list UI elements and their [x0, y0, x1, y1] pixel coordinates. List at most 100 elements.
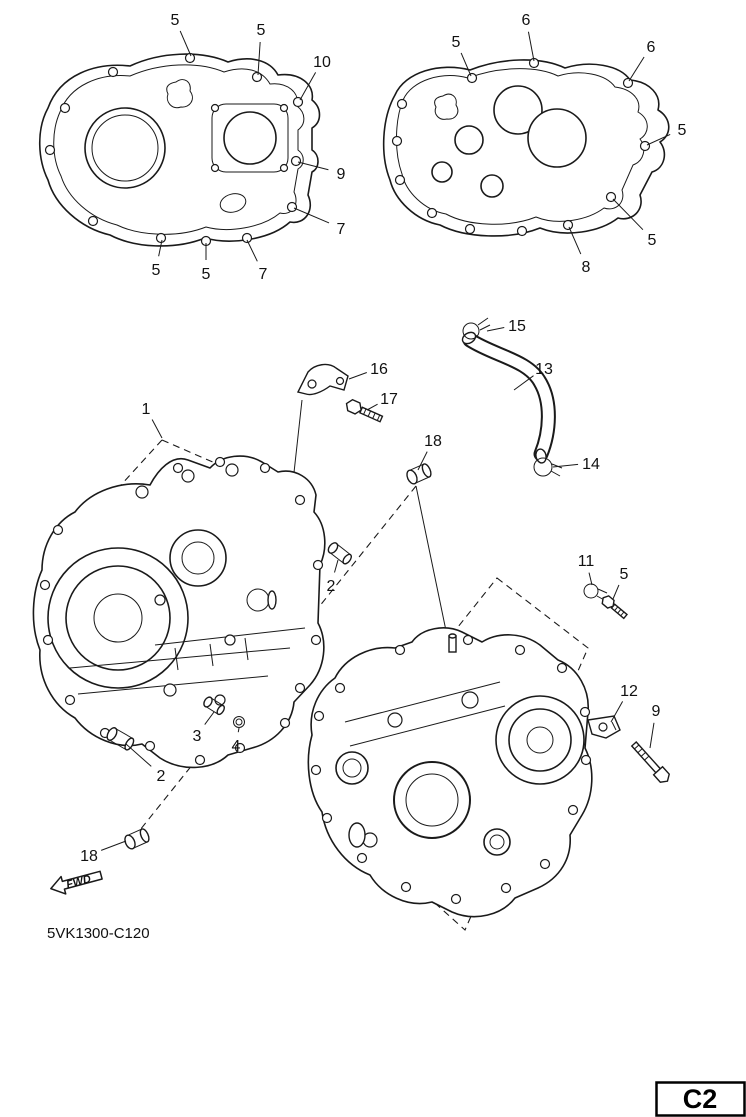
- callout-8: 8: [568, 226, 591, 276]
- callout-number: 7: [259, 266, 268, 283]
- callout-leader-line: [552, 463, 579, 468]
- dowel-2-lower: [106, 727, 135, 751]
- bolt-9: [630, 741, 671, 783]
- callout-5: 5: [646, 122, 687, 146]
- dowel-2-upper: [327, 542, 353, 565]
- callout-15: 15: [486, 318, 526, 335]
- callout-leader-line: [568, 226, 582, 255]
- callout-leader-line: [246, 239, 258, 262]
- callout-number: 5: [648, 232, 657, 249]
- callout-9: 9: [297, 161, 346, 183]
- callout-number: 4: [232, 738, 241, 755]
- callout-number: 6: [647, 39, 656, 56]
- callout-leader-line: [486, 327, 505, 332]
- callout-leader-line: [366, 403, 378, 411]
- breather-hose-drawing: [461, 331, 556, 464]
- callout-leader-line: [179, 30, 192, 57]
- fwd-label: FWD: [65, 873, 92, 891]
- callout-leader-line: [297, 161, 329, 171]
- callout-number: 7: [337, 221, 346, 238]
- callout-leader-line: [334, 559, 339, 573]
- callout-number: 13: [535, 361, 553, 378]
- callout-18: 18: [80, 840, 127, 865]
- callout-number: 5: [152, 262, 161, 279]
- callout-13: 13: [513, 361, 553, 391]
- callout-14: 14: [552, 456, 600, 473]
- callout-leader-line: [417, 451, 428, 471]
- hose-clamp-top: [462, 317, 491, 340]
- callout-12: 12: [610, 683, 638, 723]
- callout-leader-line: [460, 52, 472, 77]
- callout-5: 5: [612, 198, 657, 249]
- callout-6: 6: [522, 12, 535, 62]
- callout-number: 18: [80, 848, 98, 865]
- callout-leader-line: [646, 133, 671, 146]
- callout-number: 1: [142, 401, 151, 418]
- callout-leader-line: [649, 722, 655, 749]
- callout-number: 2: [157, 768, 166, 785]
- callout-2: 2: [327, 559, 339, 595]
- callout-number: 15: [508, 318, 526, 335]
- callout-number: 17: [380, 391, 398, 408]
- right-crankcase-drawing: [307, 627, 593, 918]
- plug-18-lower: [124, 828, 150, 850]
- plug-18-upper: [406, 463, 432, 485]
- callout-leader-line: [612, 584, 620, 600]
- bolt-5-small: [601, 595, 628, 620]
- callout-number: 5: [257, 22, 266, 39]
- callout-number: 12: [620, 683, 638, 700]
- left-crankcase-drawing: [32, 455, 326, 769]
- callout-7: 7: [246, 239, 268, 283]
- callout-number: 5: [678, 122, 687, 139]
- callout-9: 9: [649, 703, 661, 749]
- callout-5: 5: [452, 34, 472, 77]
- callout-4: 4: [232, 727, 241, 755]
- callout-11: 11: [578, 553, 595, 586]
- right-gasket-drawing: [382, 57, 670, 237]
- callout-leader-line: [610, 701, 624, 723]
- callout-leader-line: [527, 31, 535, 62]
- callout-number: 5: [171, 12, 180, 29]
- bracket-16: [296, 363, 349, 396]
- callout-leader-line: [204, 711, 215, 725]
- callout-5: 5: [152, 239, 163, 279]
- callout-1: 1: [142, 401, 163, 439]
- callout-number: 9: [652, 703, 661, 720]
- callout-leader-line: [628, 56, 645, 82]
- callout-leader-line: [588, 572, 593, 586]
- callout-leader-line: [158, 239, 163, 257]
- callout-leader-line: [299, 72, 317, 101]
- callout-number: 16: [370, 361, 388, 378]
- callout-leader-line: [257, 41, 261, 76]
- callout-number: 5: [202, 266, 211, 283]
- left-gasket-drawing: [38, 52, 321, 247]
- dowel-3: [203, 696, 225, 716]
- callout-5: 5: [202, 243, 211, 283]
- callout-number: 5: [452, 34, 461, 51]
- callout-leader-line: [125, 743, 152, 767]
- bolt-17: [345, 398, 384, 423]
- callout-number: 5: [620, 566, 629, 583]
- callout-leader-line: [100, 840, 127, 851]
- diagram-code: 5VK1300-C120: [47, 925, 150, 942]
- callout-3: 3: [193, 711, 215, 745]
- callout-5: 5: [612, 566, 629, 600]
- callout-16: 16: [348, 361, 388, 380]
- callout-leader-line: [237, 727, 240, 733]
- callout-leader-line: [348, 372, 367, 380]
- callout-number: 11: [578, 553, 595, 570]
- callout-6: 6: [628, 39, 656, 82]
- callout-leader-line: [612, 198, 644, 231]
- o-ring-4: [233, 716, 245, 728]
- callout-5: 5: [171, 12, 192, 57]
- fwd-arrow: FWD: [50, 870, 103, 895]
- callout-7: 7: [293, 207, 346, 238]
- callout-number: 6: [522, 12, 531, 29]
- callout-10: 10: [299, 54, 331, 101]
- hose-clamp-bottom: [533, 457, 563, 477]
- page-code-box: C2: [655, 1081, 746, 1117]
- callout-number: 8: [582, 259, 591, 276]
